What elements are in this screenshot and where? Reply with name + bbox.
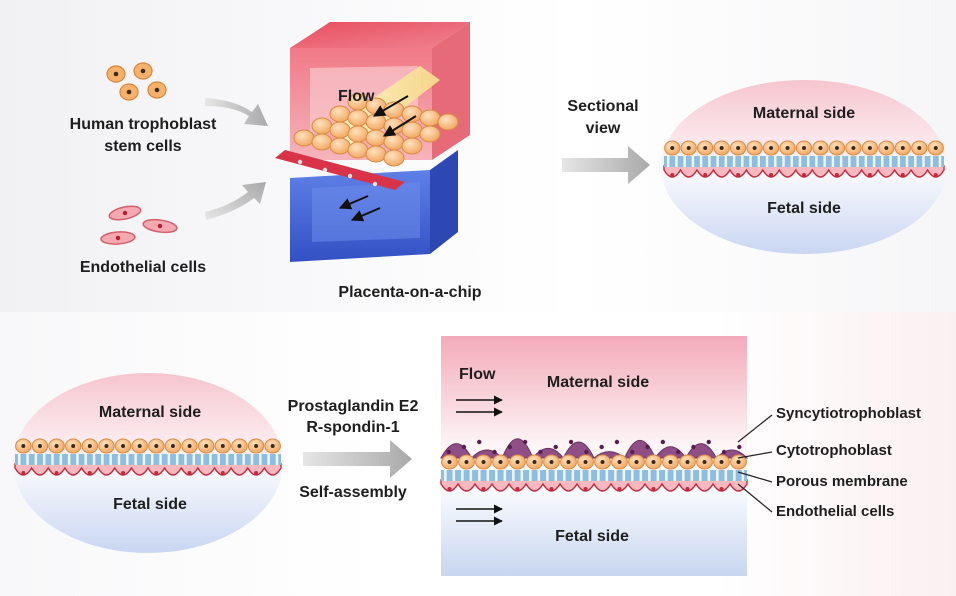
bottom-maternal-label: Maternal side bbox=[98, 404, 202, 421]
box-fetal-label: Fetal side bbox=[555, 528, 629, 545]
trophoblast-stem-cells-icon bbox=[106, 62, 167, 101]
box-maternal-label: Maternal side bbox=[546, 374, 650, 391]
self-assembly-arrow bbox=[303, 440, 412, 478]
sectional-view-ellipse bbox=[661, 80, 947, 254]
self-assembly-label: Self-assembly bbox=[299, 484, 407, 501]
sectional-view-label: Sectional view bbox=[548, 96, 658, 140]
endothelial-cells-label: Endothelial cells bbox=[79, 259, 207, 276]
placenta-tissue-box bbox=[440, 336, 749, 576]
endothelial-cells-icon bbox=[100, 205, 178, 245]
top-fetal-label: Fetal side bbox=[767, 200, 841, 217]
chip-flow-label: Flow bbox=[338, 88, 375, 105]
sectional-view-line2: view bbox=[585, 120, 621, 137]
sectional-view-line1: Sectional bbox=[567, 98, 639, 115]
stem-cells-label: Human trophoblast stem cells bbox=[48, 114, 238, 158]
legend-porous-membrane: Porous membrane bbox=[776, 473, 908, 490]
stem-cells-label-line1: Human trophoblast bbox=[69, 116, 217, 133]
chip-label: Placenta-on-a-chip bbox=[338, 284, 482, 301]
factor-label-1: Prostaglandin E2 bbox=[287, 398, 419, 415]
initial-tissue-ellipse bbox=[13, 373, 283, 553]
stem-cells-label-line2: stem cells bbox=[104, 138, 182, 155]
arrow-endothelial-to-chip bbox=[205, 182, 266, 220]
placenta-chip-icon bbox=[275, 22, 470, 262]
bottom-fetal-label: Fetal side bbox=[113, 496, 187, 513]
legend-endothelial-cells: Endothelial cells bbox=[776, 503, 895, 520]
legend-leader-lines bbox=[737, 414, 773, 513]
arrow-stem-to-chip bbox=[205, 98, 268, 126]
legend-cytotrophoblast: Cytotrophoblast bbox=[776, 442, 892, 459]
top-maternal-label: Maternal side bbox=[752, 105, 856, 122]
legend-syncytiotrophoblast: Syncytiotrophoblast bbox=[776, 405, 922, 422]
box-flow-label: Flow bbox=[459, 366, 496, 383]
factor-label-2: R-spondin-1 bbox=[306, 419, 400, 436]
sectional-view-arrow bbox=[562, 146, 650, 184]
